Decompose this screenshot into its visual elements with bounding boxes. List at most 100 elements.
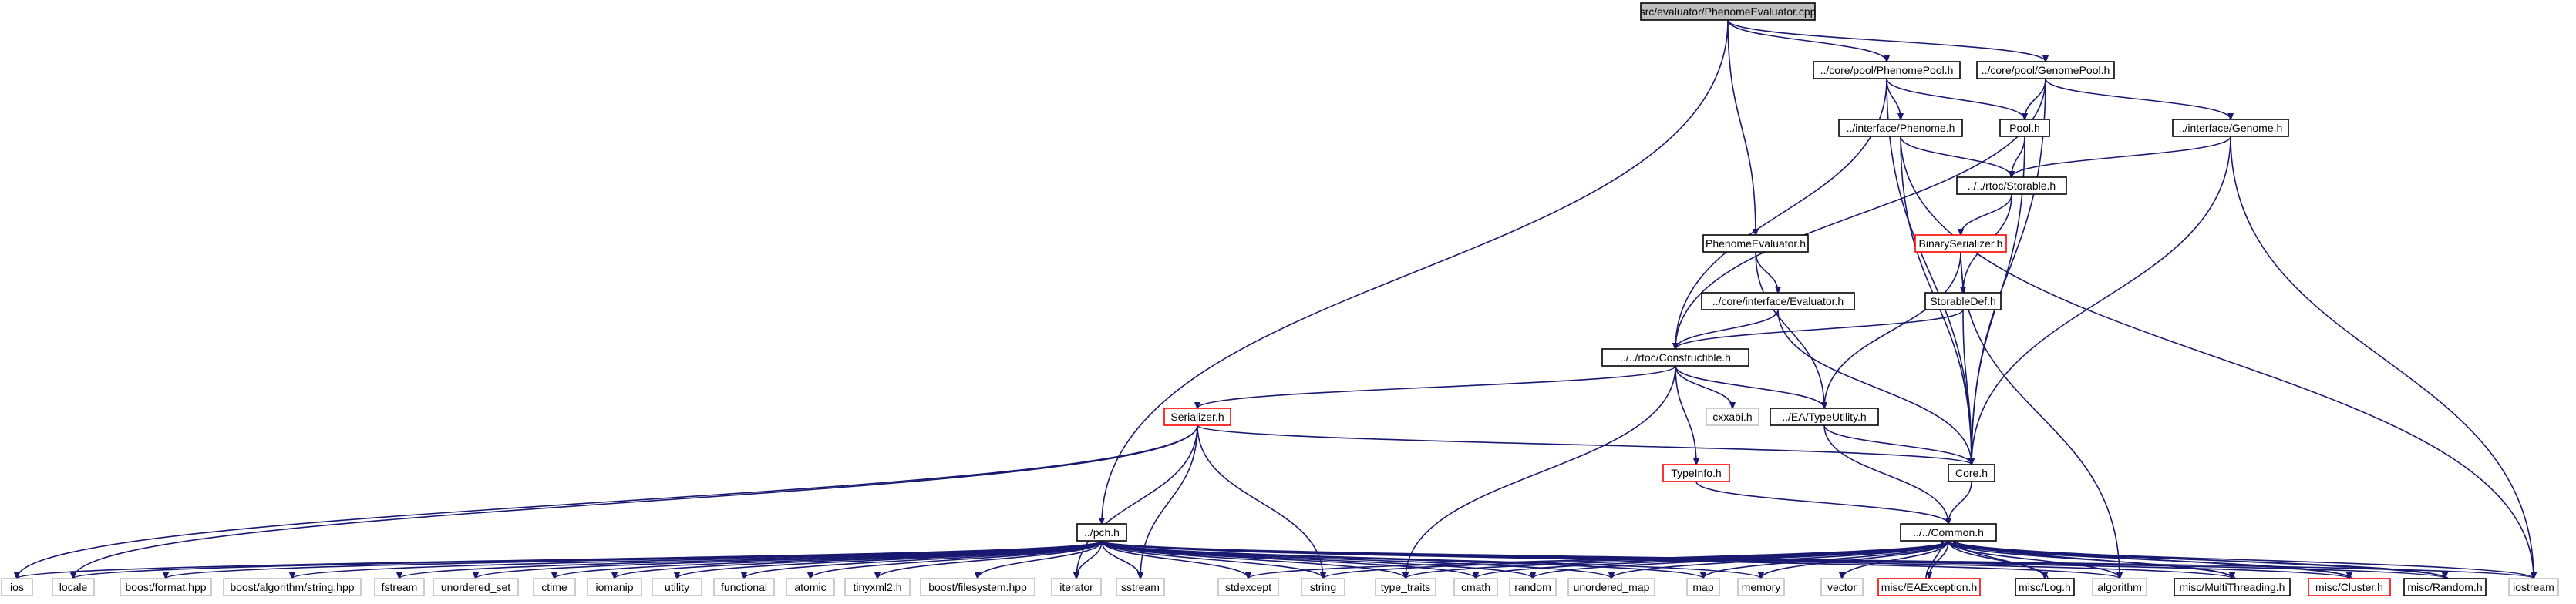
node-label: Serializer.h <box>1170 411 1224 423</box>
node-box <box>1686 578 1720 596</box>
node-label: ../core/pool/PhenomePool.h <box>1820 64 1954 76</box>
node-box <box>1770 408 1879 426</box>
node-label: cxxabi.h <box>1712 411 1752 423</box>
node-box <box>1956 176 2067 195</box>
node-log[interactable]: misc/Log.h <box>2015 578 2075 596</box>
edge-pch-to-bfs <box>978 540 1103 579</box>
node-box <box>1375 578 1436 596</box>
node-iostream: iostream <box>2508 578 2559 596</box>
node-pch[interactable]: ../pch.h <box>1076 523 1127 542</box>
edge-phenomepool-to-core <box>1886 78 1972 465</box>
node-sstream: sstream <box>1116 578 1165 596</box>
node-box <box>2174 578 2291 596</box>
node-bfs: boost/filesystem.hpp <box>920 578 1035 596</box>
node-box <box>1924 292 2002 310</box>
node-phenoeval[interactable]: PhenomeEvaluator.h <box>1702 234 1809 253</box>
node-serializer[interactable]: Serializer.h <box>1163 408 1231 426</box>
node-label: misc/Log.h <box>2019 581 2071 593</box>
node-label: misc/Cluster.h <box>2315 581 2383 593</box>
node-string: string <box>1301 578 1345 596</box>
node-box <box>1706 408 1759 426</box>
node-mrandom[interactable]: misc/Random.h <box>2403 578 2487 596</box>
node-label: ../interface/Genome.h <box>2179 122 2283 134</box>
node-label: tinyxml2.h <box>853 581 901 593</box>
node-map: map <box>1686 578 1720 596</box>
node-root[interactable]: src/evaluator/PhenomeEvaluator.cpp <box>1640 2 1817 21</box>
node-label: unordered_map <box>1574 581 1650 593</box>
edge-common-to-random <box>1533 540 1949 579</box>
node-phenomepool[interactable]: ../core/pool/PhenomePool.h <box>1813 61 1961 79</box>
edge-storabledef-to-core <box>1962 309 1972 465</box>
edge-storabledef-to-constructible <box>1675 309 1964 349</box>
node-genomepool[interactable]: ../core/pool/GenomePool.h <box>1976 61 2115 79</box>
node-balgstr: boost/algorithm/string.hpp <box>223 578 362 596</box>
node-label: ../../rtoc/Constructible.h <box>1620 351 1731 364</box>
dependency-edges <box>17 19 2534 579</box>
edge-genomepool-to-igenome <box>2045 78 2231 119</box>
edge-pch-to-umap <box>1101 540 1611 579</box>
node-label: Pool.h <box>2009 122 2040 134</box>
edge-common-to-eaexc <box>1929 540 1949 579</box>
node-storabledef[interactable]: StorableDef.h <box>1924 292 2002 310</box>
node-label: ../core/pool/GenomePool.h <box>1982 64 2110 76</box>
edge-eaexc-to-common <box>1925 541 1942 579</box>
edge-pch-to-string <box>1101 540 1323 579</box>
node-iphenome[interactable]: ../interface/Phenome.h <box>1838 119 1963 137</box>
node-eaexc[interactable]: misc/EAException.h <box>1877 578 1981 596</box>
edge-phenomepool-to-iphenome <box>1886 78 1901 119</box>
node-typeinfo[interactable]: TypeInfo.h <box>1662 464 1730 482</box>
node-label: misc/Random.h <box>2407 581 2482 593</box>
node-label: ../../rtoc/Storable.h <box>1968 180 2056 192</box>
file-nodes: src/evaluator/PhenomeEvaluator.cpp ../cor… <box>1 2 2559 596</box>
edge-binser-to-algorithm <box>1960 251 2120 579</box>
node-mthread[interactable]: misc/MultiThreading.h <box>2174 578 2291 596</box>
node-box <box>2172 119 2289 137</box>
node-box <box>1076 523 1127 542</box>
edge-typeutility-to-core <box>1823 424 1972 465</box>
node-common[interactable]: ../../Common.h <box>1900 523 1997 542</box>
edge-constructible-to-serializer <box>1197 365 1676 408</box>
node-label: ios <box>10 581 24 593</box>
edge-phenoeval-to-ievaluator <box>1755 251 1778 293</box>
node-box <box>533 578 576 596</box>
node-box <box>587 578 642 596</box>
edge-igenome-to-core <box>1972 136 2231 465</box>
node-memory: memory <box>1737 578 1785 596</box>
node-binser[interactable]: BinarySerializer.h <box>1914 234 2007 253</box>
edge-typeutility-to-common <box>1823 424 1948 524</box>
edge-log-to-common <box>1955 541 2049 579</box>
node-label: boost/algorithm/string.hpp <box>230 581 354 593</box>
node-typeutility[interactable]: ../EA/TypeUtility.h <box>1770 408 1879 426</box>
edge-typeinfo-to-common <box>1695 481 1948 524</box>
edge-common-to-algorithm <box>1948 540 2120 579</box>
node-storable[interactable]: ../../rtoc/Storable.h <box>1956 176 2067 195</box>
node-label: misc/MultiThreading.h <box>2180 581 2285 593</box>
node-box <box>920 578 1035 596</box>
node-constructible[interactable]: ../../rtoc/Constructible.h <box>1601 348 1749 367</box>
node-cluster[interactable]: misc/Cluster.h <box>2308 578 2391 596</box>
node-label: src/evaluator/PhenomeEvaluator.cpp <box>1640 5 1817 18</box>
node-cxxabi: cxxabi.h <box>1706 408 1759 426</box>
edge-igenome-to-storable <box>2012 136 2231 177</box>
node-label: map <box>1692 581 1713 593</box>
edge-pch-to-functional <box>744 540 1103 579</box>
node-label: random <box>1514 581 1551 593</box>
edge-common-to-memory <box>1761 540 1949 579</box>
node-algorithm: algorithm <box>2092 578 2147 596</box>
edge-pch-to-memory <box>1101 540 1761 579</box>
node-poolh[interactable]: Pool.h <box>1999 119 2050 137</box>
node-ievaluator[interactable]: ../core/interface/Evaluator.h <box>1701 292 1855 310</box>
node-core[interactable]: Core.h <box>1948 464 1995 482</box>
node-label: sstream <box>1121 581 1160 593</box>
edge-serializer-to-locale <box>73 424 1198 579</box>
node-label: locale <box>59 581 88 593</box>
node-box <box>374 578 425 596</box>
node-box <box>1567 578 1655 596</box>
node-igenome[interactable]: ../interface/Genome.h <box>2172 119 2289 137</box>
node-box <box>1217 578 1279 596</box>
node-label: functional <box>721 581 767 593</box>
edge-constructible-to-typeutility <box>1675 365 1824 408</box>
node-box <box>713 578 775 596</box>
node-label: ctime <box>541 581 567 593</box>
node-tinyxml2: tinyxml2.h <box>844 578 911 596</box>
